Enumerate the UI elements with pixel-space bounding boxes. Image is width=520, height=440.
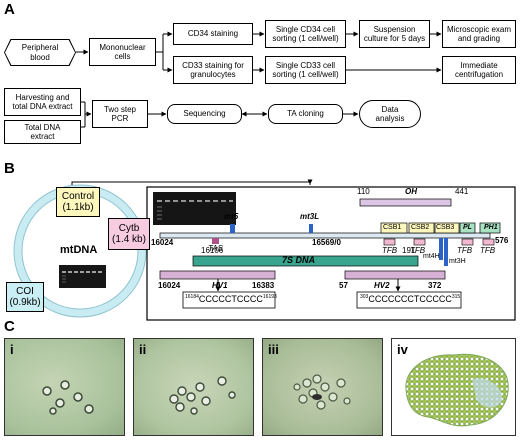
cd33-staining-box: CD33 staining for granulocytes (173, 56, 253, 84)
hv2-sequence-box (356, 291, 462, 309)
micrograph-iii-label: iii (268, 342, 279, 357)
pos-16106-label: 16106 (201, 246, 224, 255)
oh-region-bar (359, 198, 452, 207)
csb3-label: CSB3 (436, 224, 455, 231)
tfb-label-4: TFB (480, 246, 496, 255)
pos-16569-label: 16569/0 (312, 238, 341, 247)
mt3h-label: mt3H (449, 258, 466, 265)
control-region-box: Control (1.1kb) (56, 187, 100, 217)
coi-box: COI (0.9kb) (6, 282, 44, 312)
mtdna-title: mtDNA (60, 244, 98, 256)
pos-16024-top: 16024 (151, 238, 174, 247)
cytb-box: Cytb (1.4 kb) (108, 218, 150, 250)
ph1-label: PH1 (484, 224, 498, 231)
cd34-sorting-box: Single CD34 cell sorting (1 cell/well) (265, 20, 346, 48)
tfb-box-4 (482, 238, 495, 246)
hv2-seq-end: 315 (451, 294, 461, 300)
micrograph-i: i (4, 338, 125, 436)
hv1-start-label: 16024 (158, 281, 181, 290)
mt3h-marker (444, 238, 448, 266)
cd34-staining-box: CD34 staining (173, 23, 253, 45)
oh-start-label: 110 (357, 187, 370, 196)
hv1-sequence-box (182, 291, 276, 309)
flow-arrows (76, 31, 442, 128)
csb2-label: CSB2 (411, 224, 430, 231)
hv2-bar (344, 270, 446, 280)
hv1-bar (159, 270, 276, 280)
micrograph-iv-label: iv (397, 342, 408, 357)
oh-label: OH (405, 187, 417, 196)
cell-colony (405, 353, 509, 427)
tfb-box-3 (461, 238, 474, 246)
oh-end-label: 441 (455, 187, 469, 196)
microscopic-exam-box: Microscopic exam and grading (442, 20, 516, 48)
two-step-pcr-box: Two step PCR (92, 100, 148, 128)
peripheral-blood-label: Peripheral blood (5, 40, 75, 65)
pl-label: PL (463, 224, 472, 231)
ta-cloning-box: TA cloning (268, 104, 343, 124)
mtdna-control-line (159, 232, 491, 239)
tas-label: TAS (208, 244, 223, 253)
csb1-label: CSB1 (383, 224, 402, 231)
cd33-sorting-box: Single CD33 cell sorting (1 cell/well) (265, 56, 346, 84)
csb3-box (434, 222, 460, 234)
hv1-seq-end: 16193 (262, 294, 277, 300)
hv2-start-label: 57 (339, 281, 348, 290)
mononuclear-cells-box: Mononuclear cells (89, 38, 156, 66)
csb1-box (380, 222, 408, 234)
hv1-seq-core: CCCCCTCCCC (198, 294, 263, 304)
large-gel-image (153, 192, 236, 225)
micrograph-ii: ii (133, 338, 254, 436)
mt3l-label: mt3L (300, 212, 320, 221)
tfb-label-1: TFB (382, 246, 398, 255)
micrograph-ii-label: ii (139, 342, 147, 357)
pos-576-label: 576 (495, 236, 509, 245)
mt4h-label: mt4H (423, 253, 440, 260)
micrograph-iv: iv (391, 338, 516, 436)
total-dna-box: Total DNA extract (4, 120, 81, 144)
hv1-sequence: 16184CCCCCTCCCC16193 (185, 294, 277, 304)
seven-s-dna-label: 7S DNA (282, 255, 316, 265)
mt3l-marker (309, 224, 313, 233)
panel-label-c: C (4, 318, 15, 335)
micrograph-iii: iii (262, 338, 383, 436)
micrograph-i-label: i (10, 342, 14, 357)
hv2-seq-core: CCCCCCCTCCCCC (368, 294, 452, 304)
hv2-sequence: 303CCCCCCCTCCCCC315 (360, 294, 460, 304)
hv2-end-label: 372 (428, 281, 442, 290)
mt5-label: mt5 (224, 212, 239, 221)
tas-marker (212, 238, 219, 244)
panel-label-a: A (4, 1, 15, 18)
suspension-culture-box: Suspension culture for 5 days (359, 20, 430, 48)
hv1-label: HV1 (212, 281, 228, 290)
panel-label-b: B (4, 160, 15, 177)
hv2-label: HV2 (374, 281, 390, 290)
hv2-seq-start: 303 (360, 294, 369, 300)
small-gel-image (59, 265, 106, 288)
seven-s-dna-bar (192, 255, 419, 267)
tfb-box-1 (383, 238, 396, 246)
mt5-marker (230, 224, 235, 233)
csb2-box (408, 222, 435, 234)
pl-box (459, 222, 476, 234)
data-analysis-box: Data analysis (359, 100, 421, 128)
mt4h-marker (439, 238, 443, 260)
mtdna-figure (13, 179, 516, 321)
hv1-end-label: 16383 (252, 281, 275, 290)
centrifugation-box: Immediate centrifugation (442, 56, 516, 84)
pos-191-label: 191 (402, 246, 416, 255)
hv1-seq-start: 16184 (185, 294, 199, 300)
ph1-box (479, 222, 501, 234)
harvesting-box: Harvesting and total DNA extract (4, 88, 81, 116)
tfb-box-2 (413, 238, 426, 246)
tfb-label-3: TFB (457, 246, 473, 255)
sequencing-box: Sequencing (167, 104, 242, 124)
tfb-label-2: TFB (410, 246, 426, 255)
